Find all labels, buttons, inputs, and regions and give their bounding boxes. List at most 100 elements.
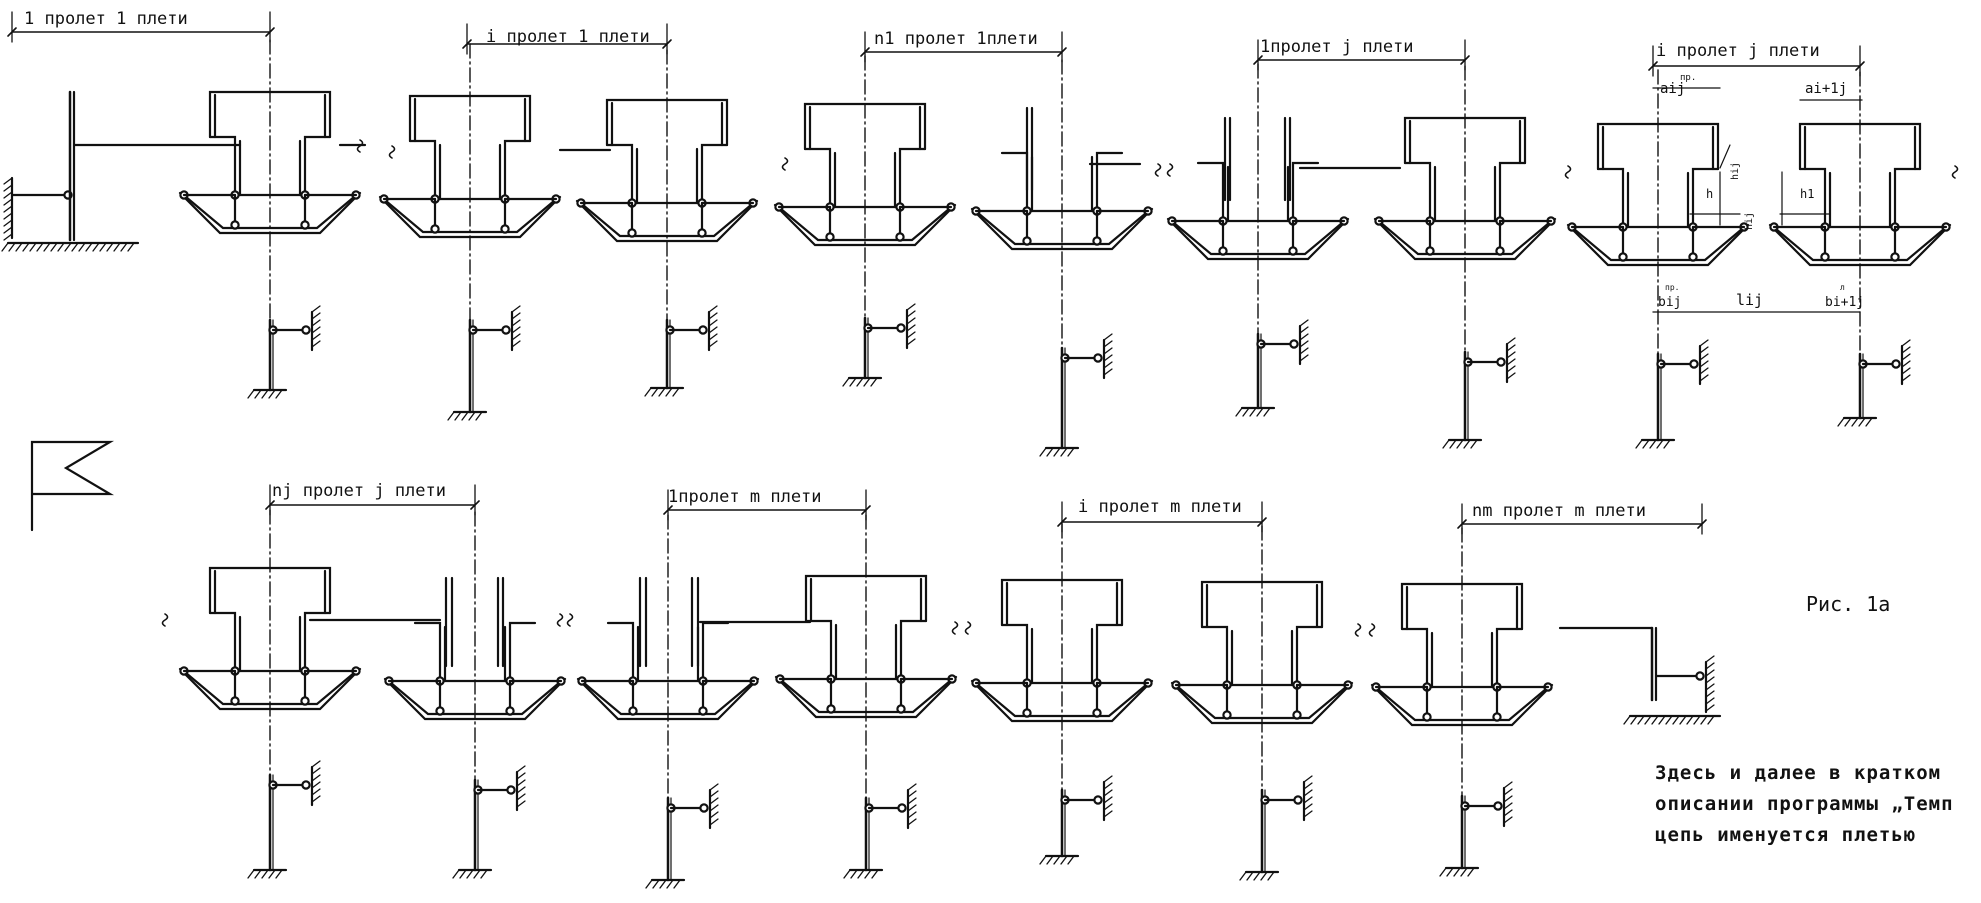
ground-hatch <box>1439 867 1447 877</box>
wall-hatch <box>311 319 321 327</box>
web-right <box>508 621 537 683</box>
strut-node <box>435 706 445 716</box>
ground-hatch <box>1039 855 1047 865</box>
ground-hatch <box>1256 407 1264 417</box>
hull-plate-inner <box>779 207 951 242</box>
wall-hatch <box>709 818 719 826</box>
wall-hatch <box>709 804 719 812</box>
wall-hatch <box>511 319 521 327</box>
ground-hatch <box>268 869 276 879</box>
web-right <box>898 147 927 209</box>
ground-hatch <box>1039 447 1047 457</box>
dimension-arrow <box>1697 519 1707 529</box>
strut-node <box>628 706 638 716</box>
web-left <box>208 611 237 673</box>
spring-node <box>1093 353 1103 363</box>
dimension-arrow <box>1253 55 1263 65</box>
wall-hatch <box>1901 367 1911 375</box>
break-mark <box>1354 623 1362 637</box>
wall-hatch <box>1503 788 1513 796</box>
strut-node <box>698 706 708 716</box>
flag-symbol <box>30 440 115 532</box>
wall-hatch <box>1103 340 1113 348</box>
ground-hatch <box>1844 417 1852 427</box>
spring-node <box>301 325 311 335</box>
spring-node <box>1493 801 1503 811</box>
wall-hatch <box>1705 662 1715 670</box>
ground-hatch <box>1630 715 1638 725</box>
dimension-arrow <box>860 47 870 57</box>
wall-hatch <box>1699 353 1709 361</box>
wall-hatch <box>3 219 13 227</box>
ground-hatch <box>1442 439 1450 449</box>
web-right <box>503 139 532 201</box>
dimension-arrow <box>1648 61 1658 71</box>
ground-hatch <box>1637 715 1645 725</box>
ground-hatch <box>106 242 114 252</box>
wall-hatch <box>1699 346 1709 354</box>
ground-hatch <box>1242 407 1250 417</box>
wall-hatch <box>1901 374 1911 382</box>
span-label-m-nm: nm пролет m плети <box>1472 501 1646 521</box>
wall-hatch <box>311 340 321 348</box>
wall-hatch <box>1901 353 1911 361</box>
wall-hatch <box>709 790 719 798</box>
wall-hatch <box>708 305 718 313</box>
web-left <box>1400 627 1429 689</box>
ground-hatch <box>22 242 30 252</box>
ground-hatch <box>1067 855 1075 865</box>
dim-h-left: h <box>1706 187 1713 201</box>
note-line-1: Здесь и далее в кратком <box>1655 762 1942 784</box>
web-right <box>1691 167 1720 229</box>
wall-hatch <box>3 226 13 234</box>
ground-hatch <box>85 242 93 252</box>
hull-plate <box>383 677 567 721</box>
wall-hatch <box>3 233 13 241</box>
ground-hatch <box>1046 447 1054 457</box>
ground-hatch <box>99 242 107 252</box>
ground-hatch <box>856 377 864 387</box>
wall-hatch <box>907 797 917 805</box>
dimension-arrow <box>265 500 275 510</box>
ground-hatch <box>78 242 86 252</box>
ground-hatch <box>666 879 674 889</box>
span-label-m-i: i пролет m плети <box>1078 497 1242 517</box>
wall-hatch <box>1699 367 1709 375</box>
ground-hatch <box>659 879 667 889</box>
spring-node <box>1689 359 1699 369</box>
dim-b-left-sup: пр. <box>1665 283 1679 292</box>
ground-hatch <box>1456 439 1464 449</box>
wall-hatch <box>516 765 526 773</box>
dim-a-left: aij <box>1660 81 1685 97</box>
wall-hatch <box>1506 337 1516 345</box>
ground-hatch <box>275 869 283 879</box>
wall-hatch <box>1103 803 1113 811</box>
ground-hatch <box>254 389 262 399</box>
web-left <box>413 621 442 683</box>
diagram-shapes <box>1 11 1959 889</box>
ground-hatch <box>15 242 23 252</box>
break-mark <box>566 613 574 627</box>
spring-node <box>1891 359 1901 369</box>
wall-hatch <box>1506 372 1516 380</box>
hull-plate <box>773 203 957 247</box>
web-left <box>1000 623 1029 685</box>
wall-hatch <box>311 333 321 341</box>
web-right <box>1295 625 1324 687</box>
wall-hatch <box>906 324 916 332</box>
web-left <box>1596 167 1625 229</box>
strut-node <box>1422 712 1432 722</box>
hull-plate-inner <box>1572 227 1744 262</box>
wall-hatch <box>907 783 917 791</box>
wall-hatch <box>906 303 916 311</box>
ground-hatch <box>1686 715 1694 725</box>
ground-hatch <box>29 242 37 252</box>
ground-hatch <box>64 242 72 252</box>
wall-hatch <box>1503 781 1513 789</box>
wall-hatch <box>708 333 718 341</box>
wall-hatch <box>907 804 917 812</box>
wall-hatch <box>516 793 526 801</box>
dimension-arrow <box>265 27 275 37</box>
ground-hatch <box>1 242 9 252</box>
ground-hatch <box>1707 715 1715 725</box>
